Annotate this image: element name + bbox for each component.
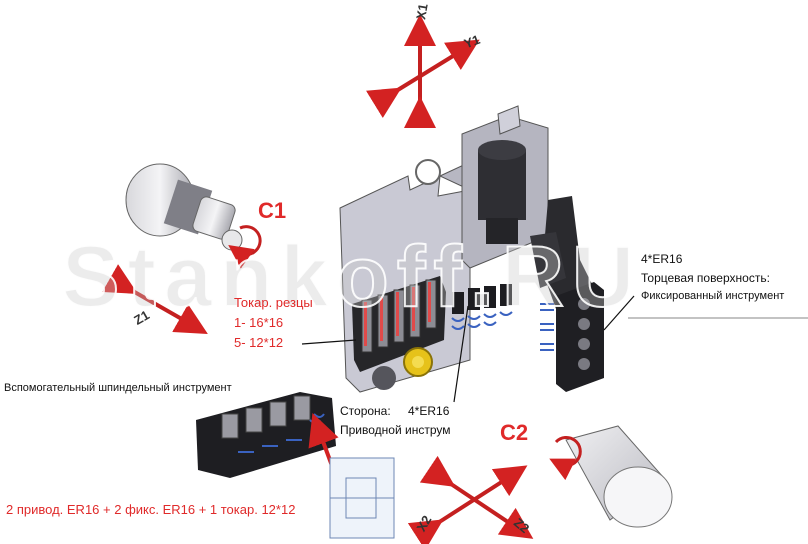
aux-tools-summary: 2 привод. ER16 + 2 фикс. ER16 + 1 токар.… <box>6 502 296 517</box>
axis-label-x1: X1 <box>413 2 431 21</box>
sub-spindle-part <box>329 457 395 539</box>
aux-tools-title: Вспомогательный шпиндельный инструмент <box>4 382 232 394</box>
sub-spindle-chuck <box>549 425 673 528</box>
face-tools-count: 4*ER16 <box>641 252 683 266</box>
z1-axis-arrow <box>102 264 208 334</box>
turning-tools-title: Токар. резцы <box>234 295 313 310</box>
auxiliary-tool-block <box>196 392 340 483</box>
axis-cross-x1-y1 <box>365 14 480 128</box>
side-tools-desc: Приводной инструм <box>340 423 451 437</box>
watermark: Stankoff.RU <box>61 228 643 326</box>
face-tools-desc: Фиксированный инструмент <box>641 290 785 302</box>
axis-label-c2: C2 <box>500 420 529 445</box>
main-spindle-chuck <box>125 163 262 269</box>
leader-lines <box>301 295 808 403</box>
side-tools-title: Сторона: <box>340 404 391 418</box>
axis-label-c1: C1 <box>258 198 287 223</box>
face-fixed-tool-block <box>540 282 604 392</box>
side-driven-tools <box>451 284 513 330</box>
turning-tool-block <box>352 276 446 390</box>
axis-cross-x2-z2 <box>407 455 534 544</box>
side-tools-count: 4*ER16 <box>408 404 450 418</box>
turning-tools-line2: 5- 12*12 <box>234 335 284 350</box>
face-tools-title: Торцевая поверхность: <box>641 271 770 285</box>
turning-tools-line1: 1- 16*16 <box>234 315 284 330</box>
